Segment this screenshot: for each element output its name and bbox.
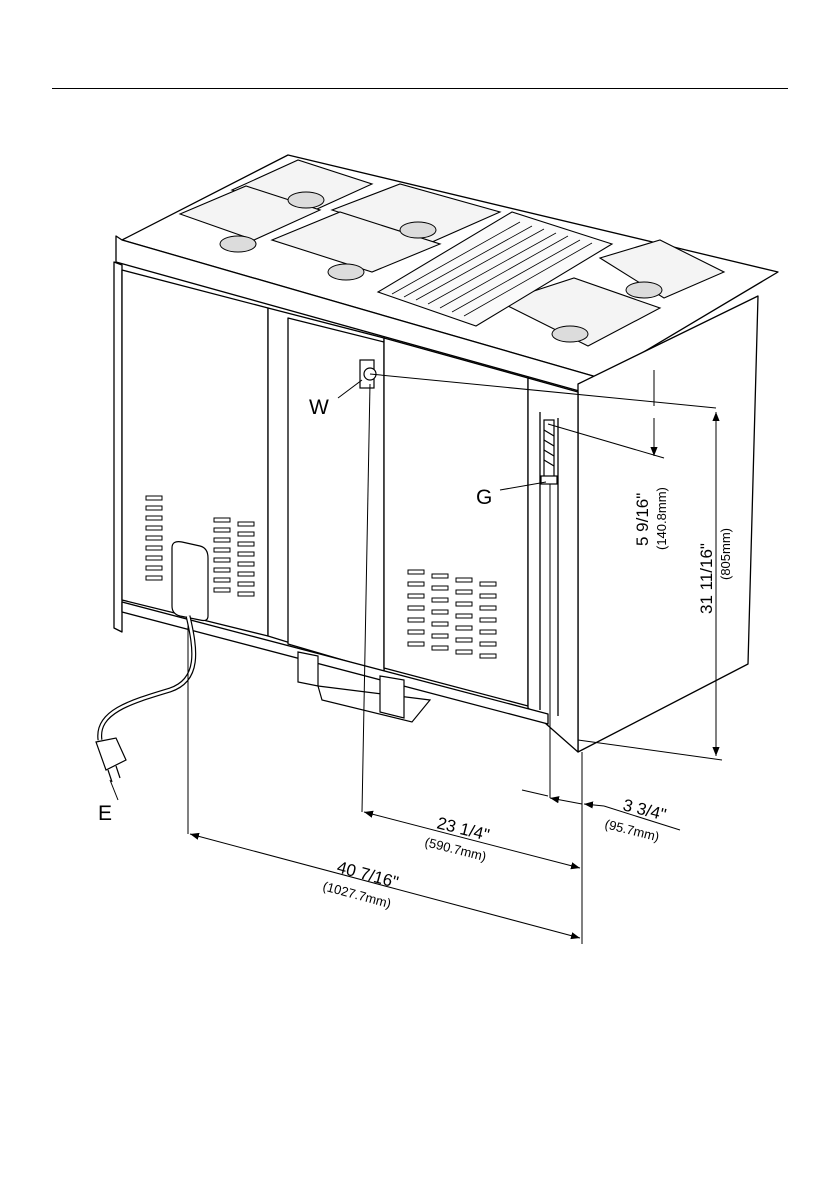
electric-callout: E	[98, 802, 112, 825]
dim-height-from-top-imperial: 5 9/16"	[633, 493, 652, 546]
junction-box	[172, 542, 208, 621]
plug-icon	[96, 738, 126, 782]
gas-pipe-icon	[541, 420, 557, 484]
left-side-strip	[114, 262, 122, 632]
gas-callout: G	[476, 486, 492, 509]
dim-gas-offset-imperial: 3 3/4"	[621, 795, 668, 824]
vent-group-left-1	[146, 496, 162, 580]
range-body	[114, 155, 778, 752]
dim-overall-height-imperial: 31 11/16"	[697, 543, 716, 614]
dim-height-from-top-metric: (140.8mm)	[654, 487, 669, 550]
power-cord	[100, 616, 194, 740]
water-callout: W	[309, 396, 329, 419]
dim-overall-height-metric: (805mm)	[718, 528, 733, 580]
